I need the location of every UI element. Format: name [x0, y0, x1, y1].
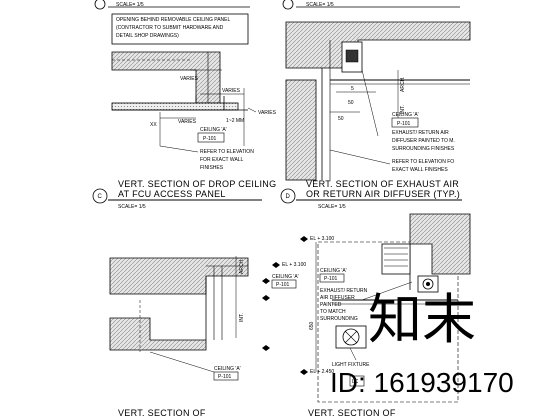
ceiling-tag-d: CEILING 'A': [392, 112, 419, 118]
slab-e: [109, 257, 249, 295]
refer-line-2: FOR EXACT WALL: [200, 157, 244, 163]
title-f-line-1: VERT. SECTION OF: [308, 408, 396, 418]
varies-2: VARIES: [222, 88, 241, 94]
ceiling-code-e: P-101: [276, 282, 290, 288]
refer-line-1: REFER TO ELEVATION: [200, 149, 254, 155]
lc-label: LC: [352, 379, 359, 385]
ceiling-code-box-e: [271, 279, 297, 289]
top-scale-a: SCALE= 1/5: [116, 2, 144, 8]
ceiling-code-box-f: [319, 273, 345, 283]
ceiling-code: P-101: [203, 136, 217, 142]
varies-1: VARIES: [180, 76, 199, 82]
exhaust-f-line-1: EXHAUST/ RETURN: [320, 288, 368, 294]
detail-d: 5 50 50 ARCH. INT. CEILING 'A' P-101 EXH…: [280, 21, 471, 210]
scale-c: SCALE= 1/5: [118, 204, 146, 210]
el-bottom-f: EL + 2.450: [310, 369, 334, 375]
detail-c: OPENING BEHIND REMOVABLE CEILING PANEL (…: [92, 13, 277, 210]
title-e-line-1: VERT. SECTION OF: [118, 408, 206, 418]
title-c-line-1: VERT. SECTION OF DROP CEILING: [118, 179, 276, 189]
ceiling-panel: [111, 102, 239, 111]
ceiling-code-box-e2: [213, 371, 239, 381]
wall-mass: [111, 51, 221, 104]
slab-f: [409, 213, 471, 275]
scale-d: SCALE= 1/5: [318, 204, 346, 210]
detail-marker-c-label: C: [98, 194, 103, 200]
int-label: INT.: [400, 105, 406, 114]
varies-3: VARIES: [258, 110, 277, 116]
refer-d-line-2: EXACT WALL FINISHES: [392, 167, 448, 173]
refer-d-line-1: REFER TO ELEVATION FO: [392, 159, 454, 165]
detail-f: LC EL + 3.100 EL + 2.450 650 CEILING 'A'…: [300, 213, 471, 418]
ceiling-tag-f: CEILING 'A': [320, 268, 347, 274]
el-top-f: EL + 3.100: [310, 236, 334, 242]
exhaust-f-line-5: SURROUNDING: [320, 316, 358, 322]
ceiling-code-box-d: [391, 117, 419, 128]
light-f-line-1: LIGHT FIXTURE: [332, 362, 370, 368]
ceiling-tag: CEILING 'A': [200, 127, 227, 133]
watermark-id: ID: 161939170: [330, 367, 514, 398]
dim-50-top: 50: [348, 100, 354, 106]
arch-label: ARCH.: [400, 76, 406, 92]
top-scale-strip: SCALE= 1/5 SCALE= 1/5: [94, 0, 460, 10]
note-line-1: OPENING BEHIND REMOVABLE CEILING PANEL: [116, 17, 231, 23]
note-line-3: DETAIL SHOP DRAWINGS): [116, 33, 179, 39]
top-scale-b: SCALE= 1/5: [306, 2, 334, 8]
detail-marker-c: [92, 188, 108, 204]
detail-marker-d: [280, 188, 296, 204]
note-line-2: (CONTRACTOR TO SUBMIT HARDWARE AND: [116, 25, 224, 31]
arch-label-e: ARCH.: [239, 258, 245, 274]
ceiling-tag-e2: CEILING 'A': [214, 366, 241, 372]
refer-line-3: FINISHES: [200, 165, 224, 171]
ceiling-code-e2: P-101: [218, 374, 232, 380]
duct-box: [381, 243, 411, 275]
ceiling-code-f: P-101: [324, 276, 338, 282]
varies-4: VARIES: [178, 119, 197, 125]
detail-marker-d-label: D: [286, 194, 291, 200]
note-box: [111, 13, 249, 45]
int-label-e: INT.: [239, 313, 245, 322]
dim-5: 5: [351, 86, 354, 92]
ceiling-code-d: P-101: [397, 121, 411, 127]
ceiling-code-box: [197, 132, 225, 143]
xx-label: XX: [150, 122, 157, 128]
detail-e: EL + 3.100 CEILING 'A' P-101 ARCH. INT. …: [109, 256, 306, 418]
dim-650: 650: [309, 321, 315, 330]
exhaust-f-line-2: AIR DIFFUSER: [320, 295, 355, 301]
dim-50: 50: [338, 116, 344, 122]
exhaust-line-3: SURROUNDING FINISHES: [392, 146, 455, 152]
el-label-e: EL + 3.100: [282, 262, 306, 268]
ceiling-tag-e: CEILING 'A': [272, 274, 299, 280]
exhaust-f-line-3: PAINTED: [320, 302, 342, 308]
exhaust-line-1: EXHAUST/ RETURN AIR: [392, 130, 449, 136]
exhaust-line-2: DIFFUSER PAINTED TO M.: [392, 138, 455, 144]
frame-f: [317, 241, 459, 403]
slab-above: [285, 21, 471, 69]
title-d-line-1: VERT. SECTION OF EXHAUST AIR: [306, 179, 459, 189]
watermark: 知末 ID: 161939170: [330, 290, 514, 398]
title-d-line-2: OR RETURN AIR DIFFUSER (TYP.): [306, 189, 460, 199]
watermark-logo-text: 知末: [368, 290, 476, 350]
lc-box: [349, 375, 365, 387]
title-c-line-2: AT FCU ACCESS PANEL: [118, 189, 226, 199]
exhaust-f-line-4: TO MATCH: [320, 309, 346, 315]
dim-1-2: 1~2 MM: [226, 118, 244, 124]
wall-left: [285, 79, 317, 181]
step-mass-e: [109, 317, 207, 351]
